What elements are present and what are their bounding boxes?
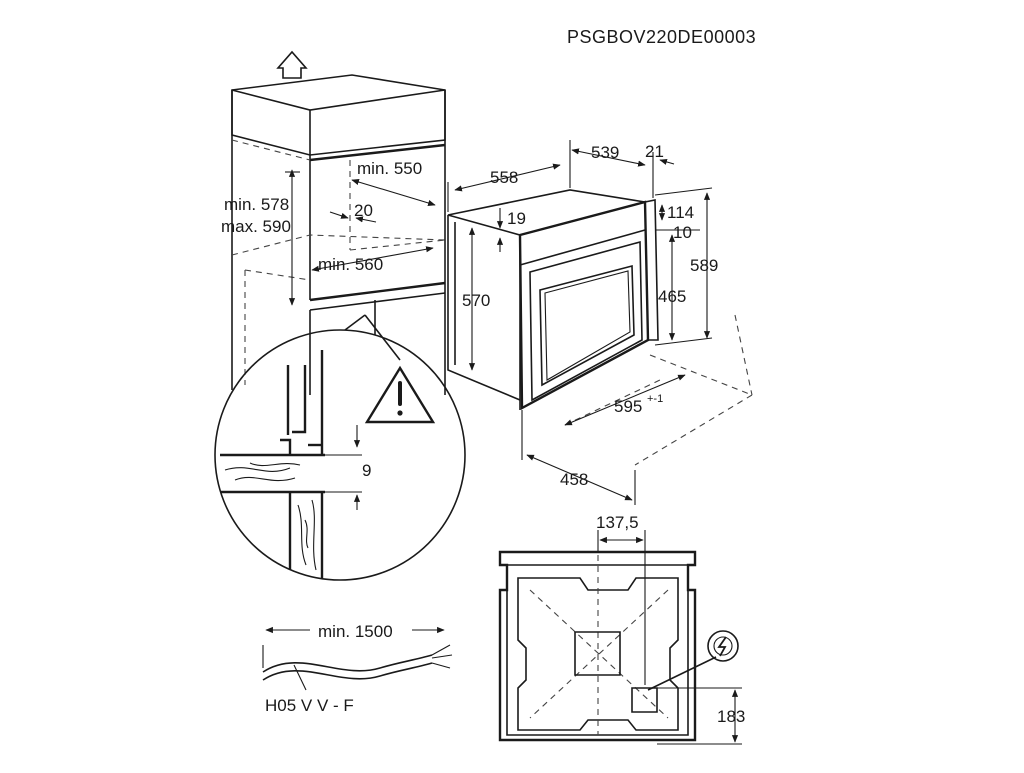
cable-length: min. 1500 bbox=[318, 622, 393, 641]
document-code: PSGBOV220DE00003 bbox=[567, 27, 756, 47]
oven-width: 595 bbox=[614, 397, 642, 416]
oven-height-right-small: 10 bbox=[673, 223, 692, 242]
oven-height-total: 589 bbox=[690, 256, 718, 275]
oven-height-right-top: 114 bbox=[667, 203, 694, 222]
oven-depth-body: 539 bbox=[591, 143, 619, 162]
socket-height: 183 bbox=[717, 707, 745, 726]
detail-gap: 9 bbox=[362, 461, 371, 480]
warning-triangle-icon bbox=[364, 365, 436, 424]
bottom-view-drawing: 137,5 183 bbox=[498, 513, 745, 745]
cabinet-max-height: max. 590 bbox=[221, 217, 291, 236]
up-arrow-icon bbox=[276, 50, 308, 79]
oven-width-tolerance: +-1 bbox=[647, 393, 663, 405]
detail-circle: 9 bbox=[214, 329, 466, 581]
oven-height-body: 570 bbox=[462, 291, 490, 310]
cabinet-min-depth: min. 550 bbox=[357, 159, 422, 178]
oven-drawing: 558 539 21 19 570 114 10 589 465 bbox=[447, 140, 753, 505]
cabinet-min-width: min. 560 bbox=[318, 255, 383, 274]
oven-depth-total: 558 bbox=[490, 168, 518, 187]
oven-front-offset: 21 bbox=[645, 142, 664, 161]
bottom-offset: 137,5 bbox=[596, 513, 639, 532]
cable-drawing: min. 1500 H05 V V - F bbox=[262, 622, 453, 715]
cable-type: H05 V V - F bbox=[265, 696, 354, 715]
cabinet-gap: 20 bbox=[354, 201, 373, 220]
oven-top-offset: 19 bbox=[507, 209, 526, 228]
oven-depth-base: 458 bbox=[560, 470, 588, 489]
cabinet-min-height: min. 578 bbox=[224, 195, 289, 214]
oven-door-height: 465 bbox=[658, 287, 686, 306]
electric-connection-icon bbox=[707, 630, 739, 662]
cabinet-drawing: min. 578 max. 590 min. 550 20 min. 560 bbox=[221, 50, 446, 395]
